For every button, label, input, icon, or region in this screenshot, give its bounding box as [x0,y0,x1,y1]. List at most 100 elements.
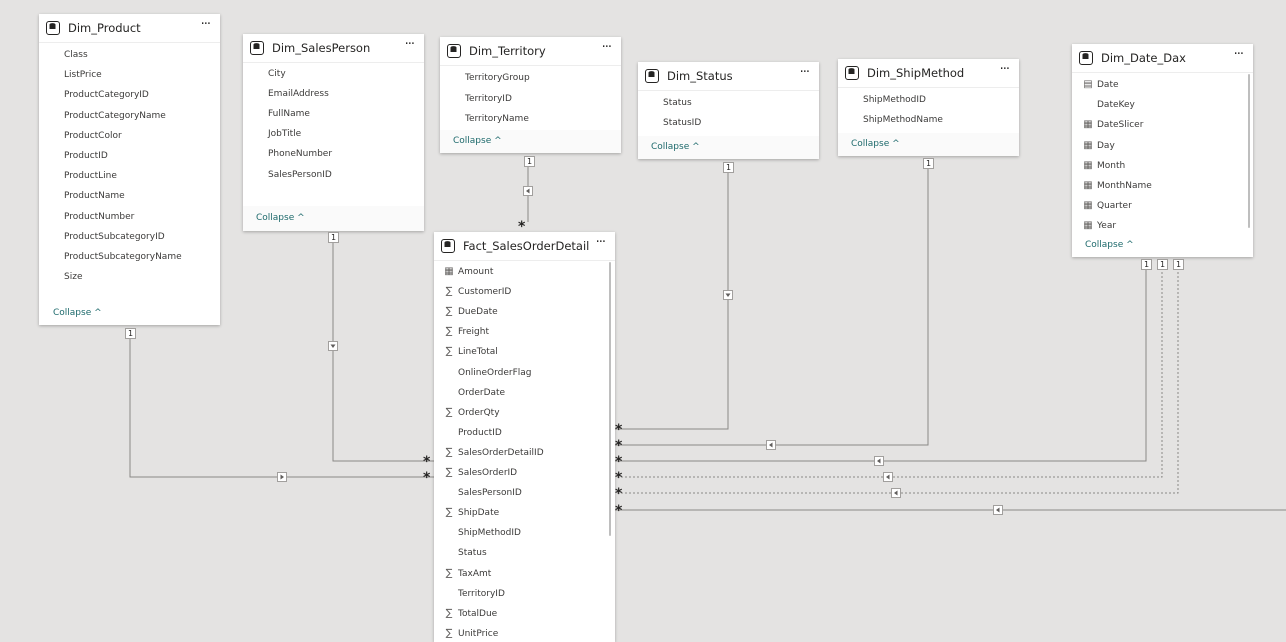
field-row[interactable]: ▦Month [1083,156,1125,176]
collapse-link[interactable]: Collapse ^ [851,139,900,149]
filter-direction-left-icon[interactable] [891,488,901,498]
more-options-button[interactable]: ··· [799,65,810,80]
field-row[interactable]: EmailAddress [268,89,329,100]
field-row[interactable]: StatusID [663,118,702,128]
collapse-link[interactable]: Collapse ^ [53,308,102,318]
table-header[interactable]: Dim_ShipMethod ··· [838,59,1019,88]
field-row[interactable]: ∑SalesOrderID [446,463,518,483]
field-row[interactable]: TerritoryID [465,93,512,104]
field-row[interactable]: OnlineOrderFlag [458,367,532,378]
field-row[interactable]: ProductID [458,427,502,438]
more-options-button[interactable]: ··· [601,40,612,55]
field-row[interactable]: ∑Freight [446,322,489,342]
sigma-icon: ∑ [445,507,453,519]
field-row[interactable]: ProductName [64,191,125,202]
more-options-button[interactable]: ··· [404,37,415,52]
cardinality-one: 1 [524,156,535,167]
filter-direction-right-icon[interactable] [277,472,287,482]
field-row[interactable]: ProductSubcategoryName [64,252,182,262]
table-card-fact-salesorderdetail[interactable]: Fact_SalesOrderDetail ··· ▦Amount∑Custom… [434,232,615,642]
calculated-column-icon: ▦ [1083,119,1093,131]
more-options-button[interactable]: ··· [595,235,606,250]
table-header[interactable]: Dim_Territory ··· [440,37,621,66]
filter-direction-left-icon[interactable] [766,440,776,450]
filter-direction-down-icon[interactable] [723,290,733,300]
collapse-link[interactable]: Collapse ^ [651,142,700,152]
field-row[interactable]: ∑UnitPrice [446,624,499,642]
scrollbar[interactable] [609,262,611,536]
field-row[interactable]: ∑ShipDate [446,503,500,523]
collapse-link[interactable]: Collapse ^ [256,213,305,223]
collapse-link[interactable]: Collapse ^ [453,136,502,146]
field-row[interactable]: JobTitle [268,129,302,140]
rel-line-date-active [615,268,1147,462]
field-row[interactable]: Size [64,272,83,283]
rel-line-status [615,172,729,430]
table-header[interactable]: Dim_Product ··· [39,14,220,43]
field-row[interactable]: ∑OrderQty [446,403,500,423]
more-options-button[interactable]: ··· [200,17,211,32]
cardinality-many: * [615,470,623,486]
field-row[interactable]: ▤Date [1083,75,1118,95]
field-row[interactable]: ProductCategoryName [64,110,166,121]
table-icon [441,239,455,253]
field-row[interactable]: ∑CustomerID [446,282,512,302]
field-row[interactable]: PhoneNumber [268,149,333,160]
field-row[interactable]: SalesPersonID [268,169,332,180]
field-row[interactable]: ProductSubcategoryID [64,231,165,242]
field-row[interactable]: ▦MonthName [1083,176,1152,196]
field-row[interactable]: ShipMethodID [458,528,521,539]
field-row[interactable]: SalesPersonID [458,488,522,499]
field-row[interactable]: ShipMethodName [863,115,943,125]
field-row[interactable]: ShipMethodID [863,95,926,105]
field-row[interactable]: FullName [268,109,310,120]
field-row[interactable]: ProductID [64,151,108,161]
filter-direction-left-icon[interactable] [993,505,1003,515]
field-row[interactable]: Status [663,98,692,108]
filter-direction-left-icon[interactable] [883,472,893,482]
field-row[interactable]: TerritoryName [465,114,529,124]
field-row[interactable]: ∑TaxAmt [446,564,492,584]
field-row[interactable]: Status [458,548,487,559]
field-row[interactable]: ProductColor [64,130,122,141]
filter-direction-left-icon[interactable] [523,186,533,196]
field-row[interactable]: ▦Day [1083,136,1115,156]
field-row[interactable]: City [268,69,286,79]
more-options-button[interactable]: ··· [1233,47,1244,62]
field-row[interactable]: ▦Quarter [1083,196,1132,216]
table-icon [645,69,659,83]
field-row[interactable]: ProductNumber [64,211,135,222]
scrollbar[interactable] [1248,74,1250,228]
field-row[interactable]: ▦DateSlicer [1083,115,1143,135]
field-row[interactable]: OrderDate [458,387,506,398]
field-row[interactable]: TerritoryID [458,588,505,599]
rel-line-date-inactive-2 [615,268,1179,494]
field-row[interactable]: ∑SalesOrderDetailID [446,443,544,463]
more-options-button[interactable]: ··· [999,62,1010,77]
field-row[interactable]: DateKey [1097,100,1135,111]
table-header[interactable]: Dim_Date_Dax ··· [1072,44,1253,73]
field-row[interactable]: ▦Amount [444,262,493,282]
collapse-link[interactable]: Collapse ^ [1085,240,1134,250]
table-header[interactable]: Fact_SalesOrderDetail ··· [434,232,615,261]
field-row[interactable]: TerritoryGroup [465,73,530,83]
field-row[interactable]: ▦Year [1083,216,1116,236]
field-row[interactable]: Class [64,50,88,60]
field-row[interactable]: ∑LineTotal [446,342,498,362]
field-row[interactable]: ProductLine [64,171,117,182]
field-row[interactable]: ∑TotalDue [446,604,498,624]
filter-direction-down-icon[interactable] [328,341,338,351]
table-header[interactable]: Dim_SalesPerson ··· [243,34,424,63]
field-row[interactable]: ProductCategoryID [64,90,149,101]
filter-direction-left-icon[interactable] [874,456,884,466]
table-card-dim-shipmethod[interactable]: Dim_ShipMethod ··· ShipMethodID ShipMetho… [838,59,1019,156]
field-row[interactable]: ListPrice [64,70,102,81]
table-header[interactable]: Dim_Status ··· [638,62,819,91]
field-row[interactable]: ∑DueDate [446,302,498,322]
